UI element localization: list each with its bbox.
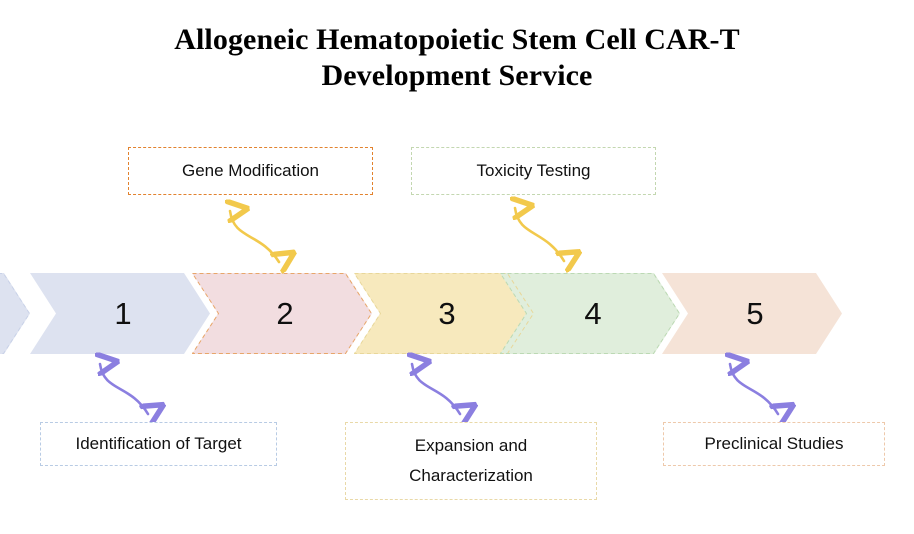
- chevron-step-5[interactable]: 5: [662, 273, 842, 354]
- chevron-step-3[interactable]: 3: [354, 273, 534, 354]
- label-preclinical-studies-text: Preclinical Studies: [704, 434, 844, 453]
- label-toxicity-testing[interactable]: Toxicity Testing: [411, 147, 656, 195]
- page-title-line-2: Development Service: [321, 59, 593, 92]
- label-toxicity-testing-text: Toxicity Testing: [476, 161, 591, 180]
- chevron-step-5-number: 5: [746, 296, 764, 331]
- page-title-line-1: Allogeneic Hematopoietic Stem Cell CAR-T: [174, 23, 740, 56]
- process-flow-band: 1 2 3 4 5: [0, 273, 914, 354]
- label-gene-modification[interactable]: Gene Modification: [128, 147, 373, 195]
- chevron-step-1[interactable]: 1: [30, 273, 210, 354]
- chevron-step-2[interactable]: 2: [192, 273, 372, 354]
- label-gene-modification-text: Gene Modification: [181, 161, 320, 180]
- connector-arrow-identification-of-target: [88, 352, 164, 428]
- chevron-step-1-number: 1: [114, 296, 132, 331]
- label-expansion-characterization[interactable]: Expansion and Characterization: [345, 422, 597, 500]
- page-title: Allogeneic Hematopoietic Stem Cell CAR-T…: [0, 22, 914, 94]
- connector-arrow-toxicity-testing: [503, 195, 579, 275]
- connector-arrow-preclinical-studies: [718, 352, 794, 428]
- connector-arrow-gene-modification: [218, 198, 294, 276]
- label-identification-of-target-text: Identification of Target: [75, 434, 242, 453]
- label-identification-of-target[interactable]: Identification of Target: [40, 422, 277, 466]
- chevron-step-2-number: 2: [276, 296, 294, 331]
- chevron-step-partial-left: [0, 273, 30, 354]
- chevron-step-4[interactable]: 4: [500, 273, 680, 354]
- connector-arrow-expansion-characterization: [400, 352, 476, 428]
- chevron-step-4-number: 4: [584, 296, 602, 331]
- chevron-step-3-number: 3: [438, 296, 456, 331]
- label-expansion-characterization-text: Expansion and Characterization: [409, 436, 533, 485]
- label-preclinical-studies[interactable]: Preclinical Studies: [663, 422, 885, 466]
